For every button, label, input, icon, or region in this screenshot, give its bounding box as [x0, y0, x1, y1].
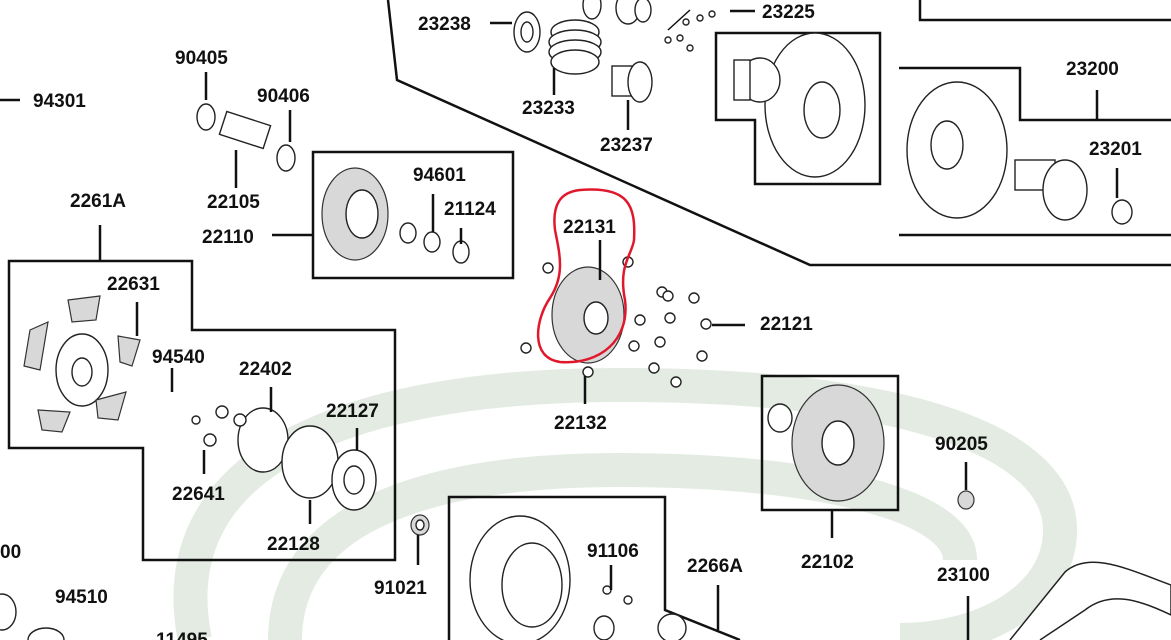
label-94301[interactable]: 94301: [33, 91, 86, 112]
label-22105[interactable]: 22105: [207, 192, 260, 213]
clutch-housing-part: [321, 167, 470, 264]
rollers-22121-part: [628, 286, 712, 388]
bearing-91021-part: [410, 514, 430, 536]
label-23201[interactable]: 23201: [1089, 139, 1142, 160]
label-11495[interactable]: 11495: [156, 630, 208, 640]
label-21124[interactable]: 21124: [444, 199, 496, 220]
label-94510[interactable]: 94510: [55, 587, 108, 608]
label-23100[interactable]: 23100: [937, 565, 990, 586]
drive-face-box: [714, 31, 882, 186]
label-22110[interactable]: 22110: [202, 227, 254, 248]
top-right-box: [918, 0, 1171, 22]
clutch-housing-box: [311, 150, 515, 280]
label-23237[interactable]: 23237: [600, 135, 653, 156]
clutch-shoe-box: [7, 259, 397, 562]
label-23200[interactable]: 23200: [1066, 59, 1119, 80]
springs-22641-part: [191, 405, 247, 447]
spring-23233-part: [548, 19, 602, 75]
fan-pulley-box: [760, 374, 900, 512]
label-22121[interactable]: 22121: [760, 314, 813, 335]
label-23225[interactable]: 23225: [762, 2, 815, 23]
label-22631[interactable]: 22631: [107, 274, 160, 295]
collar-23237-part: [611, 61, 653, 103]
label-22131[interactable]: 22131: [563, 217, 616, 238]
nut-90205-part: [957, 490, 975, 510]
clutch-shoes-part: [23, 295, 141, 433]
label-2261A[interactable]: 2261A: [70, 191, 126, 212]
bottom-left-part: [0, 593, 65, 640]
label-22641[interactable]: 22641: [172, 484, 225, 505]
label-90205[interactable]: 90205: [935, 434, 988, 455]
rings-part: [582, 0, 652, 25]
pins-23225-part: [664, 9, 716, 52]
label-94601[interactable]: 94601: [413, 165, 466, 186]
driven-face-part: [906, 81, 1133, 225]
part-labels: 23238 23225 23233 23237 94301 90405 9040…: [0, 2, 1142, 640]
label-91021[interactable]: 91021: [374, 578, 427, 599]
label-90406[interactable]: 90406: [257, 86, 310, 107]
plates-22402-part: [237, 407, 377, 511]
label-22128[interactable]: 22128: [267, 534, 320, 555]
label-22102[interactable]: 22102: [801, 552, 854, 573]
label-23233[interactable]: 23233: [522, 98, 575, 119]
label-94540[interactable]: 94540: [152, 347, 205, 368]
clutch-cover-group-box: [386, 0, 1171, 267]
label-90405[interactable]: 90405: [175, 48, 228, 69]
label-22402[interactable]: 22402: [239, 359, 292, 380]
label-22127[interactable]: 22127: [326, 401, 379, 422]
drum-box: [447, 495, 741, 640]
label-2266A[interactable]: 2266A: [687, 556, 743, 577]
label-22132[interactable]: 22132: [554, 413, 607, 434]
drum-part: [469, 515, 687, 640]
ramp-plate-22131-part: [520, 256, 634, 378]
washer-23238-part: [513, 11, 541, 53]
label-00[interactable]: 00: [0, 542, 21, 563]
leader-lines: [0, 9, 1119, 640]
sleeve-22105-part: [196, 103, 296, 172]
driven-face-box: [899, 66, 1171, 237]
drive-face-part: [733, 32, 866, 178]
label-23238[interactable]: 23238: [418, 14, 471, 35]
fan-pulley-22102-part: [767, 384, 885, 502]
highlight-outline: [536, 188, 636, 364]
label-91106[interactable]: 91106: [587, 541, 639, 562]
